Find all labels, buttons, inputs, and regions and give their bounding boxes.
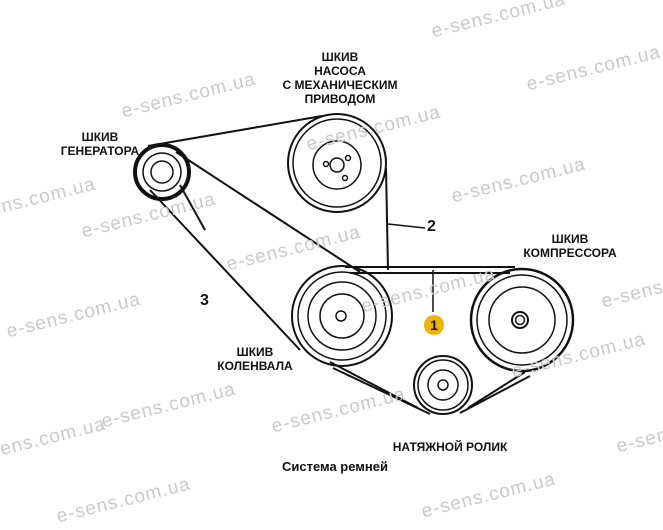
leader-line-2 [387,223,426,229]
label-line: ШКИВ [236,345,274,359]
label-line: ПРИВОДОМ [304,92,376,106]
pump-pulley-label: ШКИВ НАСОСА С МЕХАНИЧЕСКИМ ПРИВОДОМ [280,50,400,106]
label-line: ГЕНЕРАТОРА [60,144,140,158]
diagram-caption: Система ремней [281,459,388,474]
belt-2 [147,115,389,273]
pump-pulley [287,113,387,213]
generator-pulley [133,143,191,201]
belt-3-number: 3 [200,292,209,309]
label-line: ШКИВ [551,232,589,246]
idler-pulley [413,355,473,415]
label-line: КОМПРЕССОРА [523,246,617,260]
idler-pulley-label: НАТЯЖНОЙ РОЛИК [392,440,508,454]
label-line: НАСОСА [314,64,366,78]
generator-pulley-label: ШКИВ ГЕНЕРАТОРА [45,130,155,158]
crankshaft-pulley [291,265,393,367]
belt-1 [329,266,531,415]
label-line: КОЛЕНВАЛА [217,359,293,373]
compressor-pulley-label: ШКИВ КОМПРЕССОРА [505,232,635,260]
belt-1-badge: 1 [424,315,444,335]
belt-3 [149,184,301,351]
compressor-pulley [469,267,575,373]
belt-2-number: 2 [427,218,436,235]
crankshaft-pulley-label: ШКИВ КОЛЕНВАЛА [205,345,305,373]
label-line: ШКИВ [321,50,359,64]
label-line: С МЕХАНИЧЕСКИМ [282,78,398,92]
label-line: ШКИВ [81,130,119,144]
